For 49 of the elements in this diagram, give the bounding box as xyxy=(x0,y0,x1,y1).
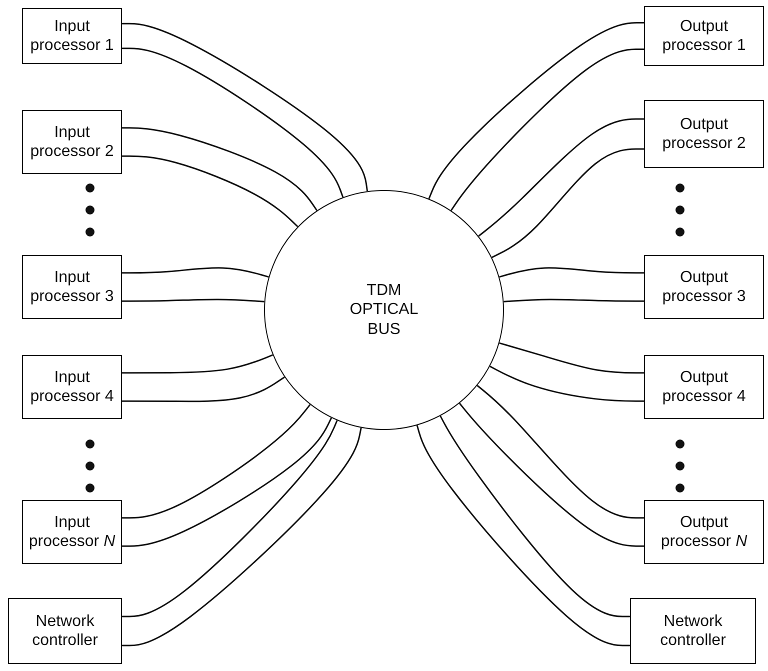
fiber-line xyxy=(122,428,362,646)
fiber-line xyxy=(450,48,644,211)
fiber-line xyxy=(122,155,298,228)
process-box xyxy=(630,598,756,664)
node-label: Network controller xyxy=(659,612,727,650)
process-box xyxy=(22,8,122,64)
fiber-line xyxy=(122,354,274,374)
fiber-line xyxy=(122,420,338,618)
node-label: Output processor N xyxy=(660,512,748,552)
fiber-line xyxy=(490,366,644,402)
fiber-line xyxy=(122,127,318,211)
fiber-line xyxy=(499,267,644,278)
process-box xyxy=(22,500,122,564)
fiber-line xyxy=(122,404,311,519)
fiber-line xyxy=(122,267,269,278)
fiber-line xyxy=(122,48,344,198)
process-box xyxy=(22,110,122,174)
node-label: TDM OPTICAL BUS xyxy=(348,281,420,339)
node-label: Output processor 3 xyxy=(661,268,747,306)
process-box xyxy=(22,255,122,319)
node-label: Network controller xyxy=(31,612,99,650)
fiber-line xyxy=(122,298,264,302)
process-box xyxy=(8,598,122,664)
fiber-line xyxy=(458,402,644,547)
node-label: Output processor 1 xyxy=(661,16,747,56)
fiber-line xyxy=(122,376,285,402)
process-box xyxy=(644,6,764,66)
node-label: Input processor 3 xyxy=(29,268,115,306)
node-label: Output processor 4 xyxy=(661,368,747,406)
process-box xyxy=(22,355,122,419)
fiber-line xyxy=(504,298,644,302)
fiber-line xyxy=(416,425,630,646)
fiber-line xyxy=(428,22,644,200)
fiber-line xyxy=(122,418,332,547)
fiber-line xyxy=(476,384,644,519)
node-label: Input processor N xyxy=(28,512,116,552)
fiber-line xyxy=(440,416,630,618)
fiber-line xyxy=(492,148,644,258)
node-label: Input processor 4 xyxy=(29,368,115,406)
node-label: Input processor 2 xyxy=(29,122,115,162)
fiber-line xyxy=(478,118,644,237)
process-box xyxy=(644,500,764,564)
node-label: Output processor 2 xyxy=(661,114,747,154)
process-box xyxy=(644,355,764,419)
node-label: Input processor 1 xyxy=(29,16,115,56)
fiber-line xyxy=(499,342,644,374)
process-box xyxy=(644,100,764,168)
fiber-line xyxy=(122,22,368,192)
process-box xyxy=(644,255,764,319)
